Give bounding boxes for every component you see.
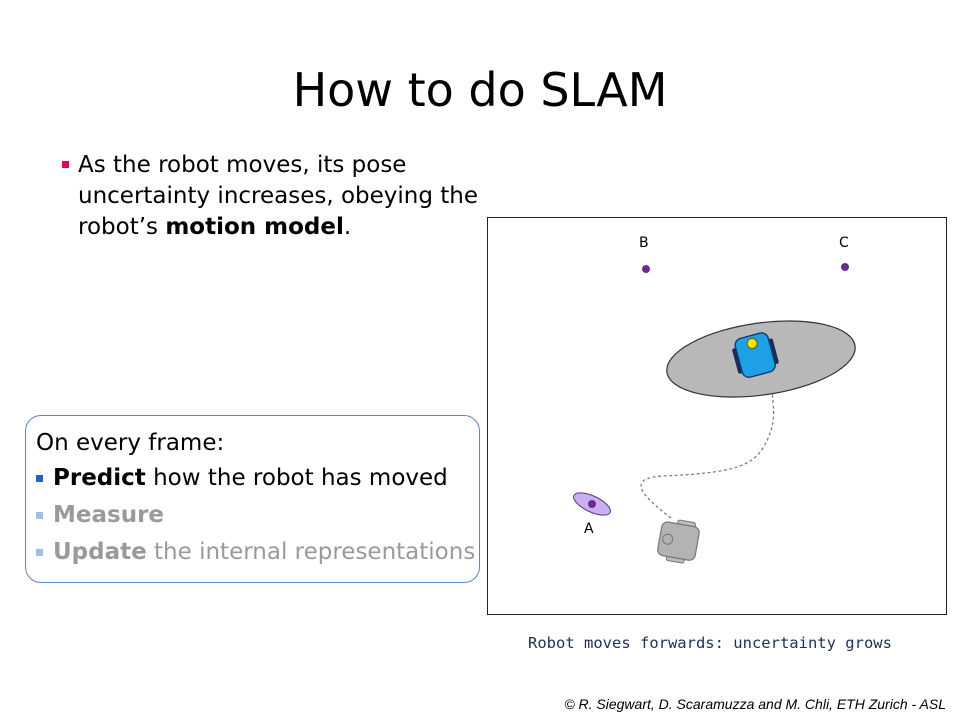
bullet-square-icon — [62, 161, 69, 168]
bullet-pose-uncertainty: As the robot moves, its pose uncertainty… — [62, 150, 482, 243]
landmark-c-label: C — [839, 235, 849, 251]
step-update-rest: the internal representations — [146, 539, 476, 565]
slam-figure: A B C — [487, 217, 947, 615]
robot-start-icon — [657, 519, 700, 564]
step-predict-bold: Predict — [53, 465, 146, 491]
landmark-c-dot — [841, 263, 849, 271]
every-frame-box: On every frame: Predict how the robot ha… — [25, 415, 480, 583]
step-square-icon — [36, 549, 43, 556]
step-predict: Predict how the robot has moved — [36, 460, 479, 497]
step-predict-rest: how the robot has moved — [145, 465, 448, 491]
figure-caption: Robot moves forwards: uncertainty grows — [528, 634, 892, 652]
robot-trajectory — [640, 389, 775, 519]
step-update: Update the internal representations — [36, 534, 479, 571]
step-update-bold: Update — [53, 539, 147, 565]
robot-current-icon — [732, 332, 779, 378]
bullet-line-3-post: . — [343, 214, 352, 240]
bullet-line-2: uncertainty increases, obeying the — [78, 183, 479, 209]
bullet-line-1: As the robot moves, its pose — [78, 152, 407, 178]
step-square-icon — [36, 475, 43, 482]
landmark-a-dot — [588, 500, 596, 508]
slam-diagram: A B C — [573, 235, 856, 564]
slide-title: How to do SLAM — [292, 63, 668, 117]
bullet-motion-model: motion model — [165, 214, 344, 240]
landmark-b-dot — [642, 265, 650, 273]
bullet-text: As the robot moves, its pose uncertainty… — [78, 150, 482, 243]
step-measure: Measure — [36, 497, 479, 534]
step-measure-bold: Measure — [53, 502, 165, 528]
step-square-icon — [36, 512, 43, 519]
landmark-b-label: B — [639, 235, 649, 251]
every-frame-heading: On every frame: — [36, 430, 225, 456]
landmark-a-label: A — [584, 521, 594, 537]
bullet-line-3-pre: robot’s — [78, 214, 166, 240]
footer-credit: © R. Siegwart, D. Scaramuzza and M. Chli… — [564, 696, 946, 712]
